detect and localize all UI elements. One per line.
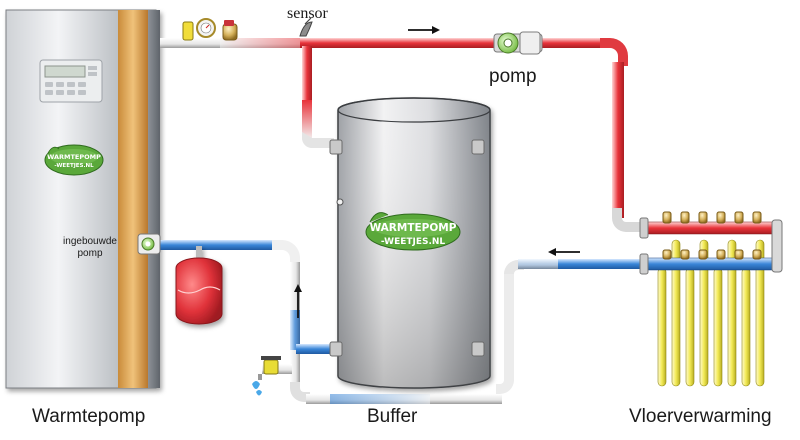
buffer-connectors bbox=[329, 139, 485, 357]
safety-group bbox=[182, 18, 238, 41]
circulation-pump[interactable] bbox=[493, 31, 543, 55]
pump-label: pomp bbox=[489, 66, 537, 87]
floor-heating-manifold bbox=[639, 211, 783, 387]
builtin-pump-label: ingebouwde pomp bbox=[54, 236, 126, 260]
svg-text:WARMTEPOMP: WARMTEPOMP bbox=[370, 222, 457, 234]
svg-text:-WEETJES.NL: -WEETJES.NL bbox=[381, 237, 446, 247]
heat-pump-label: Warmtepomp bbox=[32, 406, 146, 427]
buffer-logo: WARMTEPOMP -WEETJES.NL bbox=[365, 212, 461, 251]
floor-heating-label: Vloerverwarming bbox=[629, 406, 772, 427]
builtin-pump[interactable] bbox=[137, 233, 161, 255]
arrow-right-icon bbox=[408, 26, 440, 34]
builtin-pump-label-line1: ingebouwde bbox=[63, 236, 117, 247]
svg-text:-WEETJES.NL: -WEETJES.NL bbox=[54, 163, 94, 169]
builtin-pump-label-line2: pomp bbox=[77, 248, 103, 259]
arrow-left-icon bbox=[548, 248, 580, 256]
cold-return-pipes bbox=[160, 240, 648, 404]
buffer-label: Buffer bbox=[367, 406, 418, 427]
manifold-valves[interactable] bbox=[662, 211, 762, 260]
expansion-vessel bbox=[175, 246, 223, 325]
svg-text:WARMTEPOMP: WARMTEPOMP bbox=[47, 153, 101, 161]
sensor-icon bbox=[299, 17, 313, 37]
sensor-label: sensor bbox=[287, 5, 328, 22]
floor-heating-loops bbox=[657, 239, 765, 387]
control-panel[interactable] bbox=[39, 59, 103, 103]
heat-pump-logo: WARMTEPOMP -WEETJES.NL bbox=[44, 144, 104, 176]
hot-supply-pipes bbox=[160, 38, 646, 232]
arrow-up-icon bbox=[294, 284, 302, 318]
tap-icon[interactable] bbox=[252, 356, 292, 396]
